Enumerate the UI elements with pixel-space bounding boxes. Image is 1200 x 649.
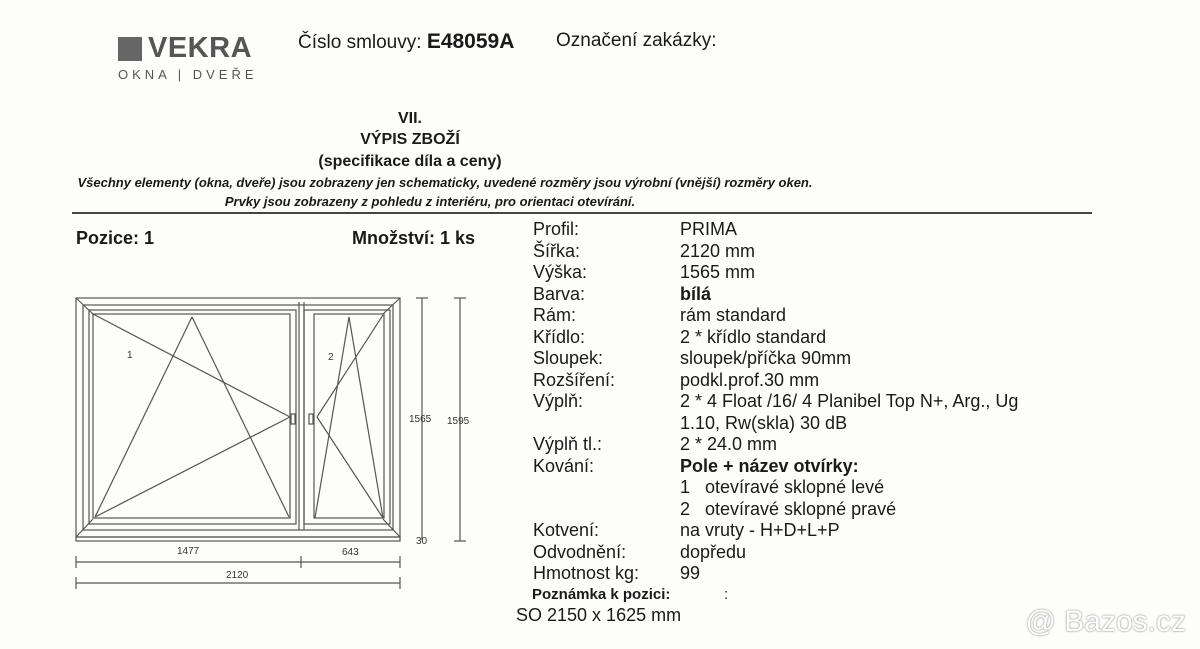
note-orientation: Prvky jsou zobrazeny z pohledu z interié…	[224, 194, 636, 209]
spec-label: Sloupek:	[533, 348, 604, 368]
spec-label: Rám:	[533, 305, 577, 325]
handle-icon	[290, 413, 296, 425]
sash-1	[88, 309, 297, 525]
opening-number: 2	[680, 498, 691, 519]
spec-value: sloupek/příčka 90mm	[680, 348, 852, 368]
remark-label: Poznámka k pozici:	[532, 585, 671, 603]
sill-profile	[75, 536, 401, 542]
dim-width-left: 1477	[177, 546, 200, 557]
spec-label: Barva:	[533, 283, 586, 304]
spec-label: Profil:	[533, 219, 580, 239]
opening-name: otevíravé sklopné pravé	[705, 498, 897, 519]
contract-number: Číslo smlouvy: E48059A	[298, 30, 515, 53]
opening-number: 1	[680, 477, 691, 497]
spec-value: 1565 mm	[680, 262, 756, 282]
logo-tagline: OKNA | DVEŘE	[118, 67, 258, 82]
window-drawing: 1 2 1565 1595 30 1477 643 2120	[75, 297, 470, 589]
spec-value: dopředu	[680, 541, 747, 562]
spec-value: rám standard	[680, 305, 787, 325]
dim-height: 1565	[409, 414, 432, 425]
spec-value: Pole + název otvírky:	[680, 455, 859, 476]
vekra-logo: VEKRA OKNA | DVEŘE	[118, 32, 258, 82]
spec-label: Výplň:	[533, 391, 584, 411]
spec-label: Výplň tl.:	[533, 434, 603, 454]
spec-label: Hmotnost kg:	[533, 563, 640, 583]
section-subtitle: (specifikace díla a ceny)	[318, 153, 502, 170]
dim-width-total: 2120	[226, 570, 249, 581]
handle-icon	[308, 413, 314, 425]
opening-name: otevíravé sklopné levé	[705, 477, 885, 497]
spec-label: Křídlo:	[533, 326, 586, 347]
dim-height-total: 1595	[447, 416, 470, 427]
remark-value: SO 2150 x 1625 mm	[516, 604, 682, 625]
sash-2	[303, 309, 391, 525]
spec-value-cont: 1.10, Rw(skla) 30 dB	[680, 412, 848, 433]
watermark: @ Bazos.cz	[1025, 605, 1186, 638]
quantity-label: Množství: 1 ks	[352, 228, 476, 248]
position-label: Pozice: 1	[76, 228, 155, 248]
spec-value: 99	[680, 563, 701, 583]
sash-1-number: 1	[127, 350, 133, 361]
spec-value: bílá	[680, 283, 712, 304]
logo-mark-icon	[118, 36, 142, 61]
spec-label: Šířka:	[533, 240, 581, 261]
spec-label: Kování:	[533, 455, 595, 476]
sash-2-number: 2	[328, 352, 334, 363]
spec-value: podkl.prof.30 mm	[680, 369, 820, 390]
remark-colon: :	[724, 585, 729, 603]
spec-value: 2 * 4 Float /16/ 4 Planibel Top N+, Arg.…	[680, 391, 1019, 411]
spec-value: 2 * křídlo standard	[680, 326, 827, 347]
note-schematic: Všechny elementy (okna, dveře) jsou zobr…	[77, 175, 813, 190]
logo-brand: VEKRA	[148, 32, 253, 64]
spec-label: Rozšíření:	[533, 369, 616, 390]
order-label: Označení zakázky:	[556, 30, 717, 51]
spec-label: Odvodnění:	[533, 541, 627, 562]
spec-value: 2120 mm	[680, 240, 756, 261]
spec-label: Výška:	[533, 262, 588, 282]
spec-value: na vruty - H+D+L+P	[680, 520, 840, 540]
spec-label: Kotvení:	[533, 520, 600, 540]
spec-value: PRIMA	[680, 219, 738, 239]
dim-sill: 30	[416, 536, 428, 547]
section-title: VÝPIS ZBOŽÍ	[360, 131, 460, 148]
spec-value: 2 * 24.0 mm	[680, 434, 778, 454]
section-number: VII.	[397, 110, 422, 127]
dim-width-right: 643	[342, 547, 359, 558]
divider	[72, 212, 1092, 214]
